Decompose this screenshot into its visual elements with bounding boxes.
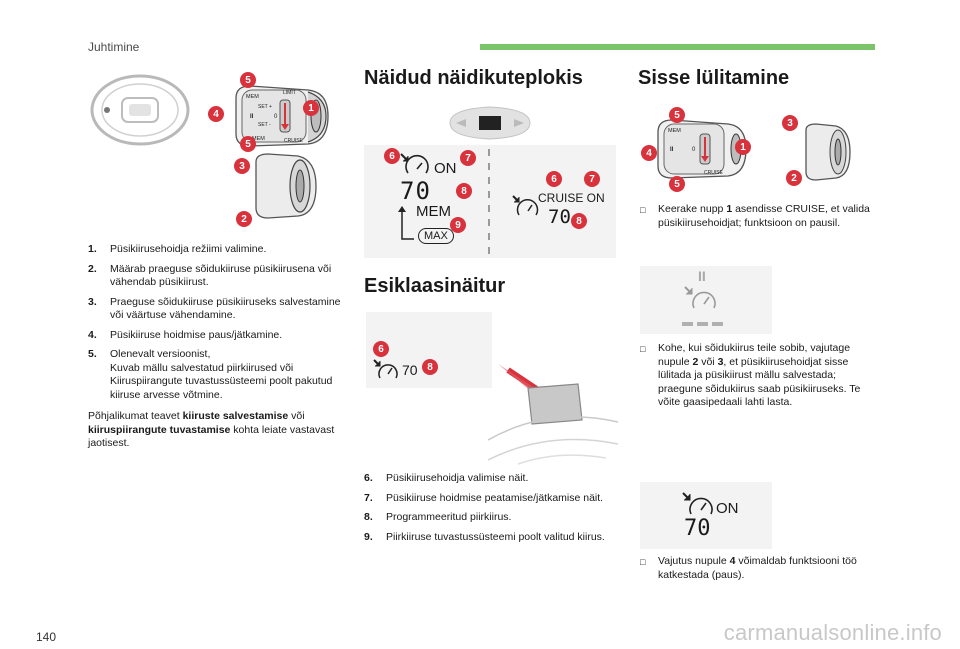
badge-5c: 5 xyxy=(669,107,685,123)
list-item: 3.Praeguse sõidukiiruse püsikiiruseks sa… xyxy=(88,295,341,322)
pause-indicator: II xyxy=(698,268,706,284)
display-on: ON xyxy=(434,160,457,177)
cruise-stalk-end-icon xyxy=(805,123,851,181)
instruction-2: □ Kohe, kui sõidukiirus teile sobib, vaj… xyxy=(640,342,861,408)
dashes-icon xyxy=(682,322,723,326)
page-number: 140 xyxy=(36,630,57,644)
badge-1: 1 xyxy=(303,100,319,116)
stalk-label-zero: 0 xyxy=(274,114,278,120)
stalk-label-mem: MEM xyxy=(246,94,259,100)
dashboard-icon xyxy=(449,106,531,140)
stalk-label-cruise: CRUISE xyxy=(704,170,724,176)
list-item: 5.Olenevalt versioonist, Kuvab mällu sal… xyxy=(88,348,333,401)
badge-7: 7 xyxy=(460,150,476,166)
instruction-3: □ Vajutus nupule 4 võimaldab funktsiooni… xyxy=(640,555,857,581)
badge-2: 2 xyxy=(236,211,252,227)
stalk-label-zero: 0 xyxy=(692,147,696,153)
mem-bracket-icon xyxy=(398,206,414,240)
on-display-figure: ON 70 xyxy=(640,482,772,549)
list-item: 1.Püsikiirusehoidja režiimi valimine. xyxy=(88,243,267,255)
instruction-1: □ Keerake nupp 1 asendisse CRUISE, et va… xyxy=(640,203,870,229)
stalk-label-limit: LIMIT xyxy=(283,90,296,96)
stalk-label-mem: MEM xyxy=(668,128,681,134)
badge-5b: 5 xyxy=(240,136,256,152)
badge-6: 6 xyxy=(384,148,400,164)
stalk-label-two: II xyxy=(670,147,674,153)
badge-8c: 8 xyxy=(422,359,438,375)
badge-6b: 6 xyxy=(546,171,562,187)
badge-4c: 4 xyxy=(641,145,657,161)
title-switch-on: Sisse lülitamine xyxy=(638,67,790,89)
cruise-stalk-end-icon xyxy=(255,153,317,219)
display-mem: MEM xyxy=(416,203,451,220)
controls-list: 1.Püsikiirusehoidja režiimi valimine. 2.… xyxy=(88,243,348,408)
on-display-on: ON xyxy=(716,500,739,517)
badge-1c: 1 xyxy=(735,139,751,155)
speedometer-icon xyxy=(512,195,539,216)
badge-8: 8 xyxy=(456,183,472,199)
badge-4: 4 xyxy=(208,106,224,122)
section-bar xyxy=(480,44,875,50)
display-cruise-on: CRUISE ON xyxy=(538,191,605,205)
stalk-label-two: II xyxy=(250,114,254,120)
on-display-speed: 70 xyxy=(684,516,711,541)
speedometer-icon xyxy=(373,359,398,379)
watermark: carmanualsonline.info xyxy=(723,620,942,645)
info-paragraph: Põhjalikumat teavet kiiruste salvestamis… xyxy=(88,410,335,449)
bullet-arrow-icon: □ xyxy=(640,344,646,354)
stalk-label-set-minus: SET - xyxy=(258,122,271,128)
display-max: MAX xyxy=(418,228,454,244)
list-item: 2.Määrab praeguse sõidukiiruse püsikiiru… xyxy=(88,262,332,289)
display-speed-2: 70 xyxy=(548,206,571,228)
badge-3: 3 xyxy=(234,158,250,174)
badge-2c: 2 xyxy=(786,170,802,186)
stalk-label-mem2: MEM xyxy=(252,136,265,142)
badge-3c: 3 xyxy=(782,115,798,131)
stalk-label-set-plus: SET + xyxy=(258,104,272,110)
title-instrument-panel: Näidud näidikuteplokis xyxy=(364,67,583,89)
badge-8b: 8 xyxy=(571,213,587,229)
title-hud: Esiklaasinäitur xyxy=(364,275,506,297)
list-item: 4.Püsikiiruse hoidmise paus/jätkamine. xyxy=(88,328,283,341)
list-item: 7.Püsikiiruse hoidmise peatamise/jätkami… xyxy=(364,491,604,504)
list-item: 9.Piirkiiruse tuvastussüsteemi poolt val… xyxy=(364,530,605,543)
badge-9: 9 xyxy=(450,217,466,233)
cruise-stalk-icon: MEM II 0 CRUISE xyxy=(657,119,747,179)
steering-wheel-icon xyxy=(90,74,190,146)
speedometer-icon xyxy=(400,153,429,174)
badge-7b: 7 xyxy=(584,171,600,187)
list-item: 6.Püsikiirusehoidja valimise näit. xyxy=(364,472,529,484)
speedometer-icon xyxy=(684,286,716,309)
section-label: Juhtimine xyxy=(88,40,140,54)
display-list: 6.Püsikiirusehoidja valimise näit. 7.Püs… xyxy=(364,472,616,550)
instrument-display-figure: ON 70 MEM MAX CRUISE ON 70 xyxy=(364,145,616,258)
list-item: 8.Programmeeritud piirkiirus. xyxy=(364,511,512,523)
pause-display-figure: II xyxy=(640,266,772,334)
display-speed: 70 xyxy=(400,177,431,205)
windshield-hud-icon xyxy=(488,364,618,465)
badge-6c: 6 xyxy=(373,341,389,357)
bullet-arrow-icon: □ xyxy=(640,205,646,215)
bullet-arrow-icon: □ xyxy=(640,557,646,567)
speedometer-icon xyxy=(682,492,713,515)
badge-5d: 5 xyxy=(669,176,685,192)
stalk-label-cruise: CRUISE xyxy=(284,138,304,144)
badge-5: 5 xyxy=(240,72,256,88)
hud-speed: 70 xyxy=(402,362,418,378)
